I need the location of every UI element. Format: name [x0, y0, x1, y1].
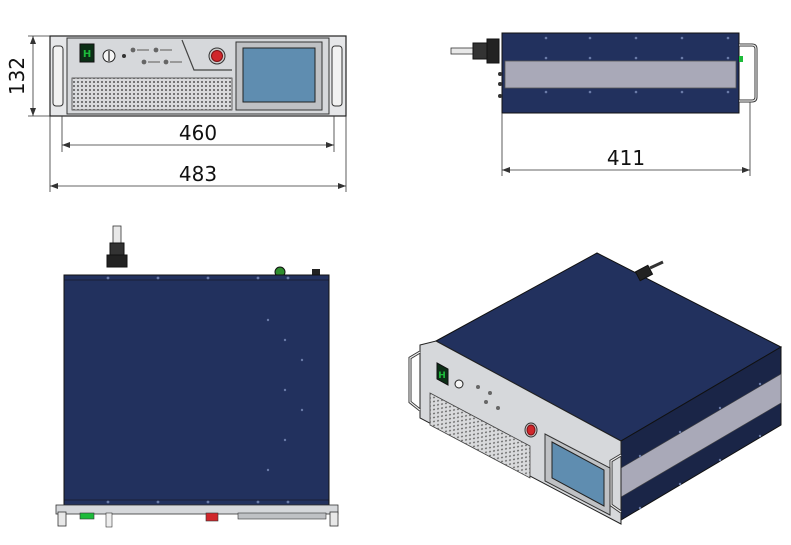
side-screws	[544, 36, 730, 94]
dim-label-panel-width: 460	[179, 121, 217, 145]
iso-screen	[551, 441, 605, 507]
power-glyph: H	[83, 49, 91, 60]
top-front-panel	[55, 504, 339, 515]
top-estop	[205, 512, 219, 522]
iso-key-switch	[454, 379, 464, 389]
top-connector-body	[109, 242, 125, 256]
top-handle-right	[329, 511, 339, 527]
side-connector-pin	[450, 47, 476, 55]
dim-height-132	[28, 35, 50, 117]
iso-vent-grille	[429, 392, 531, 479]
top-screws	[106, 276, 304, 504]
front-screen	[242, 47, 316, 103]
iso-power-indicator	[436, 362, 449, 386]
front-led-row	[122, 47, 182, 65]
front-estop-icon	[211, 50, 223, 62]
front-panel-bevel	[181, 39, 232, 71]
dim-label-height: 132	[5, 57, 29, 95]
top-connector-pin	[112, 225, 122, 245]
side-connector-body	[472, 42, 488, 60]
dim-panel-width-460	[61, 116, 335, 152]
front-power-indicator	[79, 43, 95, 63]
dim-label-overall-width: 483	[179, 162, 217, 186]
front-vent-grille	[71, 77, 233, 111]
side-handle	[739, 43, 758, 103]
side-grey-stripe	[504, 60, 737, 89]
top-chassis	[63, 274, 330, 506]
side-connector-nut	[486, 38, 500, 64]
top-handle-left	[57, 511, 67, 527]
front-handle-right	[331, 45, 343, 107]
top-view	[55, 225, 339, 528]
iso-power-glyph: H	[438, 371, 446, 381]
front-view: H	[5, 35, 347, 192]
iso-estop-icon	[526, 424, 536, 436]
side-view: 411	[450, 32, 758, 176]
iso-view: H	[408, 252, 783, 525]
iso-led-row	[476, 385, 500, 410]
dim-depth-411	[501, 102, 751, 176]
iso-rear-connector	[634, 264, 654, 282]
dim-label-depth: 411	[607, 146, 645, 170]
iso-screws	[638, 382, 762, 510]
iso-handle-left	[408, 350, 421, 412]
front-handle-left	[52, 45, 64, 107]
top-connector-nut	[106, 254, 128, 268]
dim-overall-width-483	[49, 116, 347, 192]
